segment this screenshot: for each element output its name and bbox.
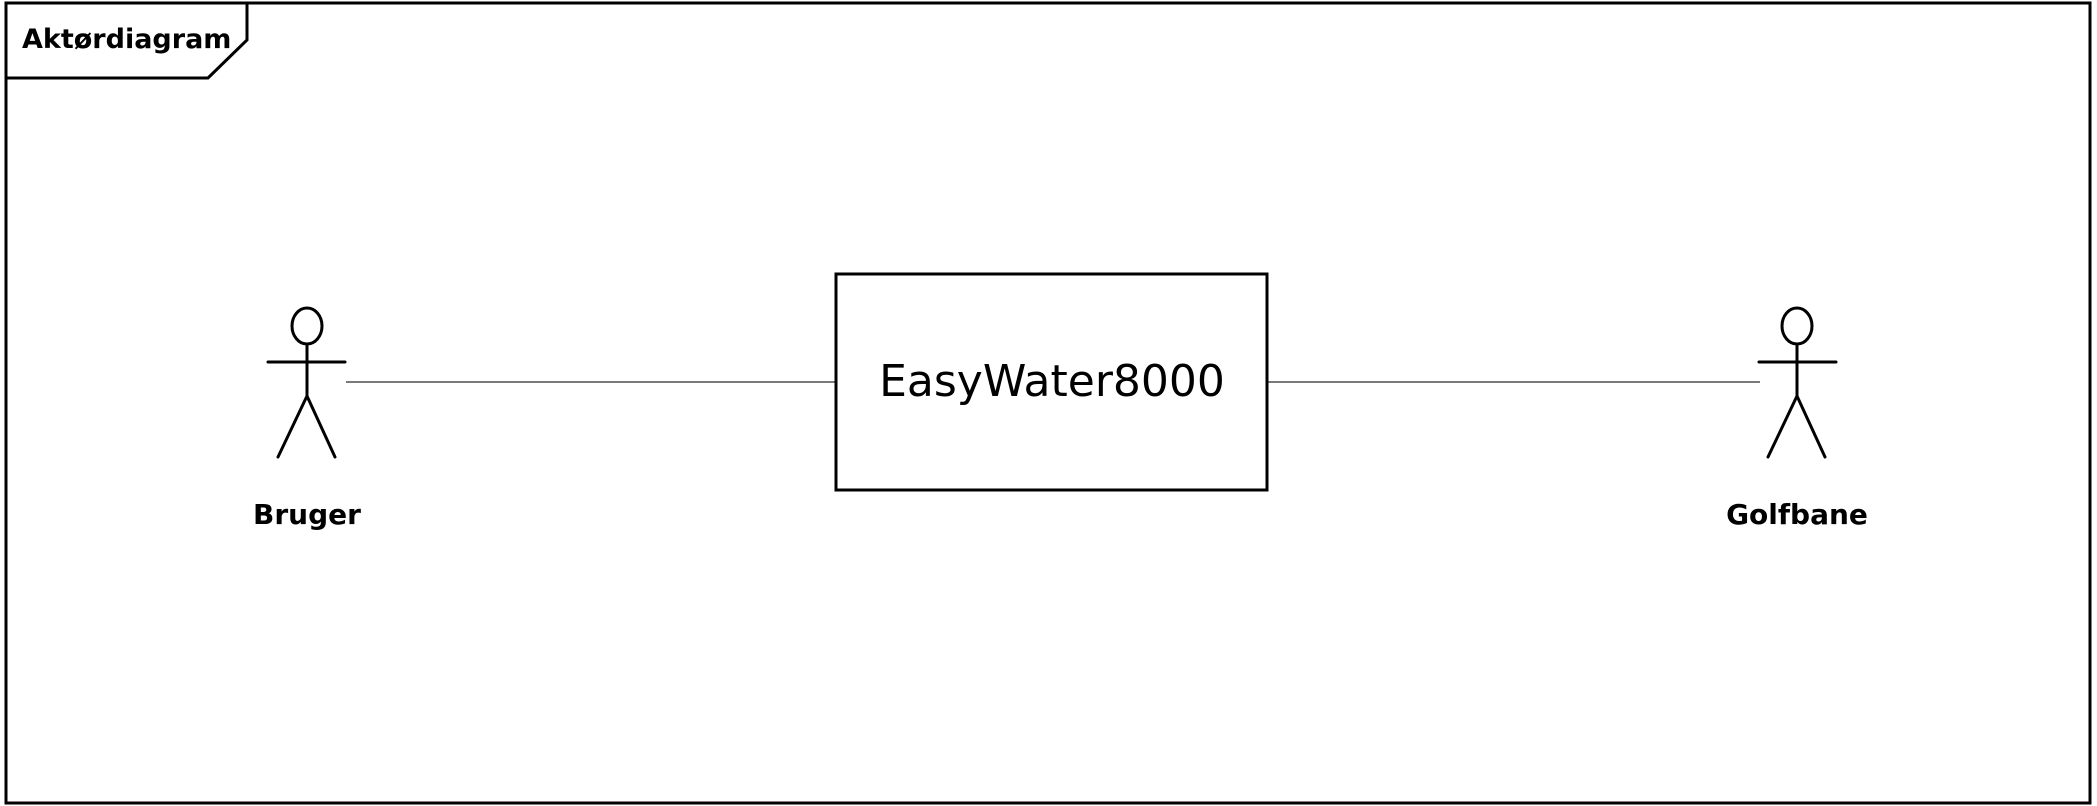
actor-label-bruger: Bruger bbox=[253, 498, 361, 531]
system-label: EasyWater8000 bbox=[879, 356, 1225, 407]
frame-title: Aktørdiagram bbox=[22, 24, 231, 55]
system-box: EasyWater8000 bbox=[834, 272, 1269, 492]
actor-bruger: Bruger bbox=[253, 306, 361, 531]
frame-title-tab bbox=[4, 1, 249, 80]
stick-figure-icon bbox=[266, 306, 347, 459]
actor-golfbane: Golfbane bbox=[1726, 306, 1868, 531]
stick-figure-icon bbox=[1757, 306, 1838, 459]
actor-label-golfbane: Golfbane bbox=[1726, 498, 1868, 531]
